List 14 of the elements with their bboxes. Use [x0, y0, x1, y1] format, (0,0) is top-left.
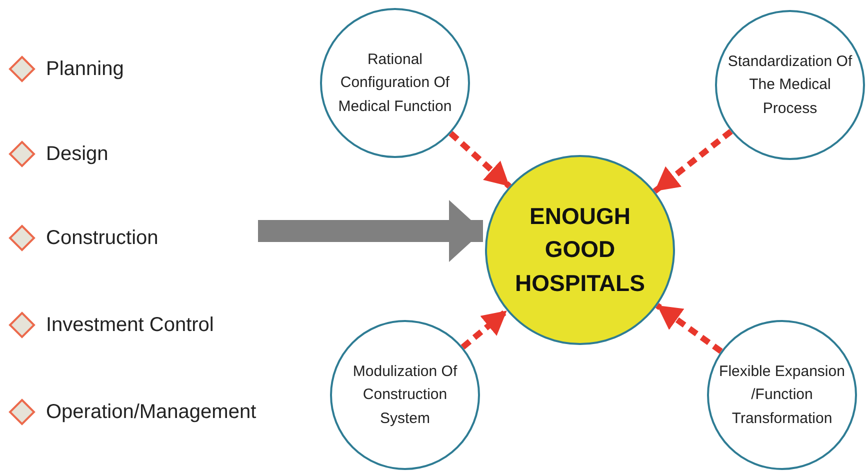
node-text: Rational Configuration Of Medical Function — [337, 50, 453, 117]
dashed-arrow — [448, 131, 512, 189]
list-item-text: Construction — [46, 226, 158, 250]
node-text: Standardization Of The Medical Process — [726, 52, 854, 119]
node-text: Modulization Of Construction System — [352, 362, 458, 429]
list-item-text: Operation/Management — [46, 400, 256, 424]
list-item-text: Design — [46, 142, 108, 166]
node-text: ENOUGH GOOD HOSPITALS — [514, 202, 646, 298]
dashed-arrow — [460, 308, 509, 350]
dashed-arrow — [652, 128, 733, 194]
list-item-text: Planning — [46, 58, 124, 80]
node-text: Flexible Expansion /Function Transformation — [718, 362, 846, 429]
list-item-text: Investment Control — [46, 314, 214, 336]
block-arrow — [258, 200, 483, 262]
